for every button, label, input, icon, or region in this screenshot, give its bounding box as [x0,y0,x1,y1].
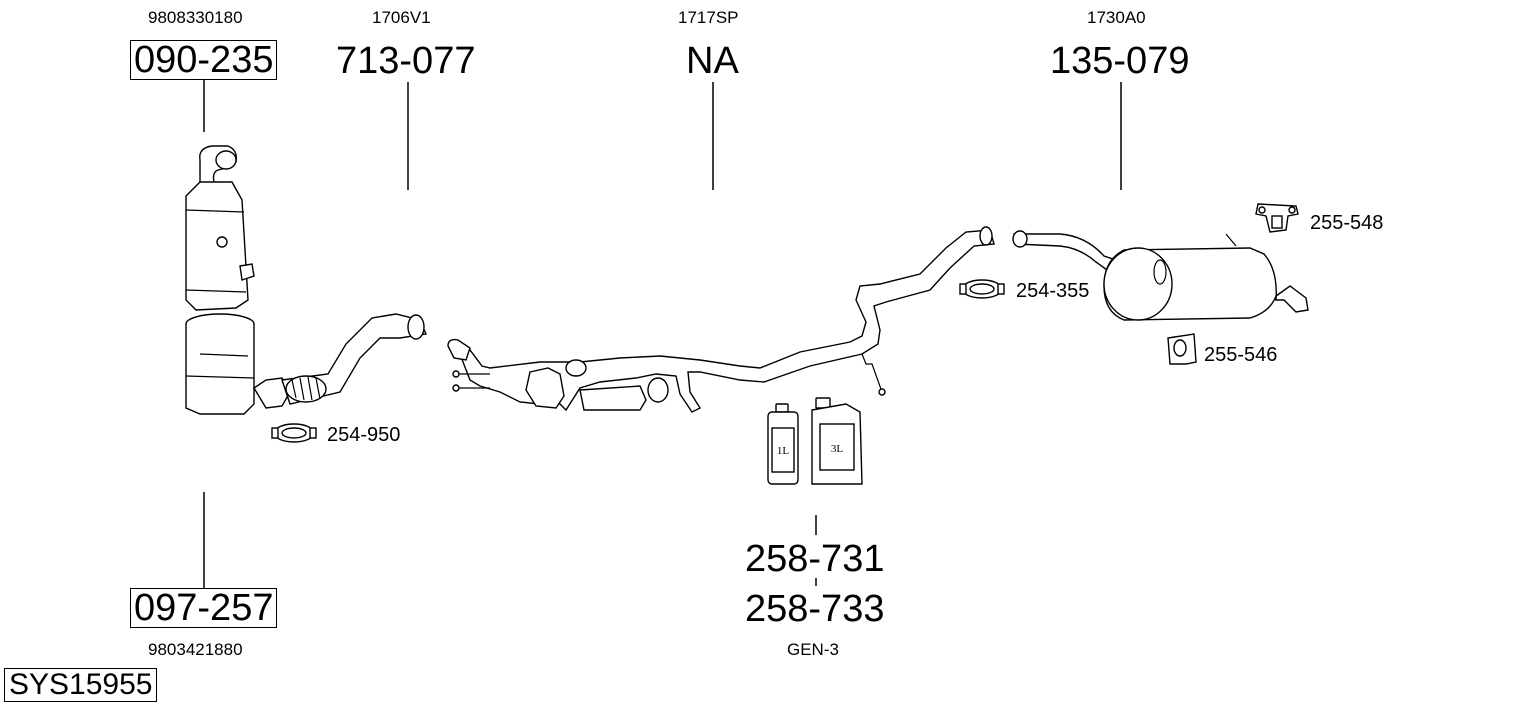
additive-number-1[interactable]: 258-731 [745,538,885,580]
middle-section [447,226,995,413]
part-number-rear[interactable]: 135-079 [1050,40,1190,82]
hanger-top-icon [1255,203,1299,233]
clamp-rear-icon [959,279,1005,299]
part-number-top-cat[interactable]: 090-235 [130,40,278,80]
canister-3l-icon [811,397,863,485]
oem-number-middle: 1717SP [678,8,739,27]
system-id: SYS15955 [4,668,158,702]
bottle-1l-label: 1L [777,445,790,457]
hanger-top-number[interactable]: 255-548 [1310,212,1384,234]
rear-silencer [1012,230,1309,321]
flex-pipe [281,313,427,405]
hanger-bottom-number[interactable]: 255-546 [1204,344,1278,366]
oem-number-flex-pipe: 1706V1 [372,8,431,27]
additive-note: GEN-3 [787,640,839,659]
oem-number-bottom-cat: 9803421880 [148,640,243,659]
clamp-front-icon [271,423,317,443]
part-number-middle[interactable]: NA [686,40,739,82]
bottle-1l-icon [767,403,799,485]
front-catalyst-upper [185,145,255,311]
oem-number-top-cat: 9808330180 [148,8,243,27]
hanger-bottom-icon [1167,333,1197,365]
additive-number-2[interactable]: 258-733 [745,588,885,630]
clamp-front-number[interactable]: 254-950 [327,424,401,446]
clamp-rear-number[interactable]: 254-355 [1016,280,1090,302]
canister-3l-label: 3L [831,443,844,455]
oem-number-rear: 1730A0 [1087,8,1146,27]
part-number-flex-pipe[interactable]: 713-077 [336,40,476,82]
part-number-bottom-cat[interactable]: 097-257 [130,588,278,628]
front-catalyst-lower [185,313,291,415]
